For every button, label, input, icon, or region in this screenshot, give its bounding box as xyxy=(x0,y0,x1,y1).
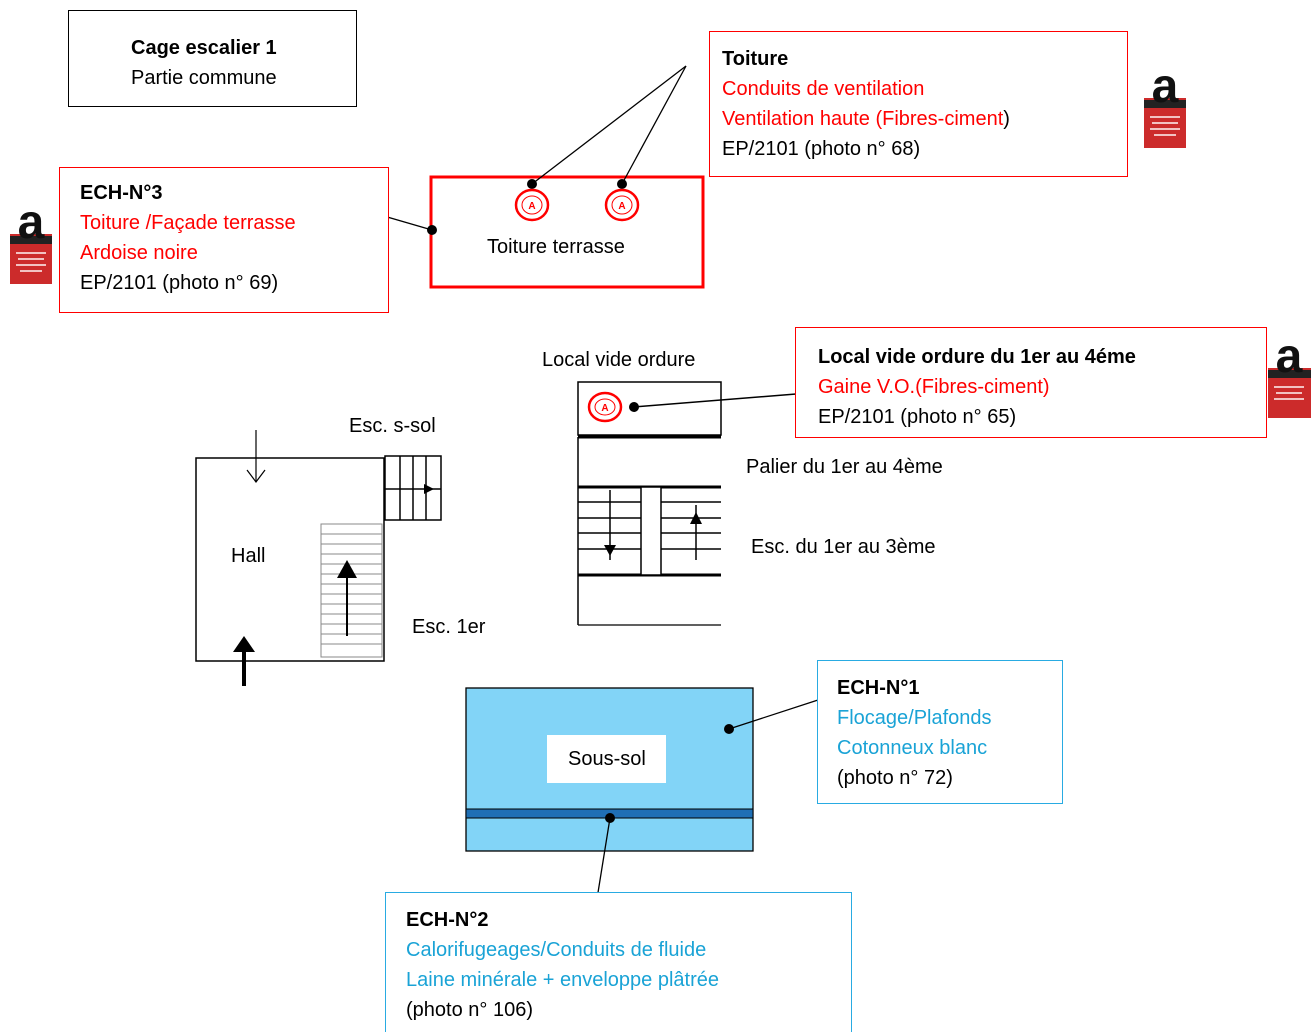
title-box: Cage escalier 1 Partie commune xyxy=(68,10,357,107)
ech2-callout: ECH-N°2 Calorifugeages/Conduits de fluid… xyxy=(385,892,852,1032)
asbestos-marker-2: A xyxy=(604,188,640,222)
svg-text:a: a xyxy=(1276,334,1303,383)
title-box-title: Cage escalier 1 xyxy=(131,37,277,59)
asbestos-logo-icon: a xyxy=(1266,330,1311,418)
esc-ssol-arrow-head xyxy=(424,484,434,494)
sous-sol-label-bg xyxy=(547,735,666,783)
asbestos-marker-1: A xyxy=(514,188,550,222)
ech3-callout: ECH-N°3 Toiture /Façade terrasse Ardoise… xyxy=(59,167,389,313)
label-local-vide-ordure: Local vide ordure xyxy=(542,349,696,371)
ech3-callout-title: ECH-N°3 xyxy=(80,182,163,204)
leader-dot xyxy=(724,724,734,734)
ech3-callout-line3: EP/2101 (photo n° 69) xyxy=(80,272,279,294)
esc-1er-arrow-head xyxy=(337,560,357,578)
toiture-callout-line1: Conduits de ventilation xyxy=(722,78,925,100)
leader-dot xyxy=(427,225,437,235)
label-sous-sol: Sous-sol xyxy=(568,748,646,770)
leader-dot xyxy=(527,179,537,189)
ech2-callout-line3: (photo n° 106) xyxy=(406,999,533,1021)
ech1-callout-title: ECH-N°1 xyxy=(837,677,920,699)
leader-line-ech2 xyxy=(595,817,611,906)
hall-entry-arrow-head xyxy=(246,469,266,483)
svg-text:a: a xyxy=(1152,64,1179,113)
asbestos-logo-icon: a xyxy=(1142,60,1188,148)
label-esc-ssol: Esc. s-sol xyxy=(349,415,436,437)
label-palier: Palier du 1er au 4ème xyxy=(746,456,943,478)
leader-dot xyxy=(617,179,627,189)
toiture-callout: Toiture Conduits de ventilation Ventilat… xyxy=(709,31,1128,177)
leader-dot xyxy=(605,813,615,823)
ech3-callout-line2: Ardoise noire xyxy=(80,242,198,264)
leader-dot xyxy=(629,402,639,412)
marker-letter: A xyxy=(528,201,535,212)
ech1-callout: ECH-N°1 Flocage/Plafonds Cotonneux blanc… xyxy=(817,660,1063,804)
toiture-callout-title: Toiture xyxy=(722,48,789,70)
ech2-callout-title: ECH-N°2 xyxy=(406,909,489,931)
ech2-callout-line1: Calorifugeages/Conduits de fluide xyxy=(406,939,707,961)
leader-line-toiture-1 xyxy=(531,65,687,185)
local-vo-callout-line1: Gaine V.O.(Fibres-ciment) xyxy=(818,376,1050,398)
title-box-subtitle: Partie commune xyxy=(131,67,277,89)
ech3-callout-line1: Toiture /Façade terrasse xyxy=(80,212,296,234)
label-esc-1er-3eme: Esc. du 1er au 3ème xyxy=(751,536,936,558)
local-vo-callout-line2: EP/2101 (photo n° 65) xyxy=(818,406,1017,428)
marker-letter: A xyxy=(601,403,608,414)
leader-line-ech1 xyxy=(728,699,819,730)
svg-text:a: a xyxy=(18,200,45,249)
hall-main-arrow-head xyxy=(233,636,255,652)
toiture-terrasse-outline xyxy=(429,175,705,289)
toiture-callout-line2: Ventilation haute (Fibres-ciment) xyxy=(722,104,1127,134)
label-esc-1er: Esc. 1er xyxy=(412,616,486,638)
asbestos-marker-3: A xyxy=(587,391,623,423)
stairs-arrow-up-head xyxy=(690,512,702,524)
stairs-arrow-down-head xyxy=(604,545,616,556)
esc-1er-stair xyxy=(320,523,383,658)
ech1-callout-line3: (photo n° 72) xyxy=(837,767,953,789)
leader-line-toiture-2 xyxy=(621,65,687,185)
toiture-callout-line2-red: Ventilation haute (Fibres-ciment xyxy=(722,108,1004,130)
ech1-callout-line2: Cotonneux blanc xyxy=(837,737,988,759)
local-vo-callout: Local vide ordure du 1er au 4éme Gaine V… xyxy=(795,327,1267,438)
esc-ssol-treads xyxy=(385,456,441,520)
ech1-callout-line1: Flocage/Plafonds xyxy=(837,707,992,729)
toiture-callout-line2-black: ) xyxy=(1003,108,1010,130)
marker-letter: A xyxy=(618,201,625,212)
asbestos-logo-icon: a xyxy=(8,196,54,284)
local-vo-callout-title: Local vide ordure du 1er au 4éme xyxy=(818,346,1136,368)
toiture-callout-line3: EP/2101 (photo n° 68) xyxy=(722,138,921,160)
ech2-callout-line2: Laine minérale + enveloppe plâtrée xyxy=(406,969,719,991)
label-toiture-terrasse: Toiture terrasse xyxy=(487,236,625,258)
stairs-core xyxy=(640,486,662,576)
leader-line-local-vo xyxy=(633,393,797,408)
label-hall: Hall xyxy=(231,545,266,567)
